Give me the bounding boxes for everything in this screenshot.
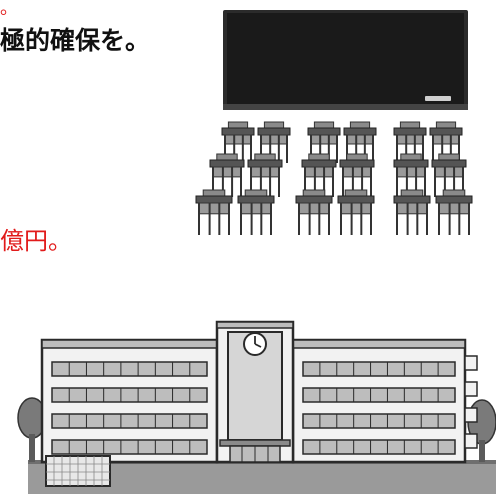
desk-chair-icon — [337, 189, 375, 235]
desk-chair-icon — [301, 153, 337, 197]
red-note-amount: 億円。 — [0, 227, 72, 255]
desk-chair-icon — [195, 189, 233, 235]
desk-chair-icon — [429, 121, 463, 163]
desk-chair-icon — [295, 189, 333, 235]
chalkboard-surface — [227, 13, 464, 104]
entrance-canopy — [219, 439, 291, 447]
desk-chair-icon — [221, 121, 255, 163]
chalkboard-illustration — [223, 10, 468, 110]
desk-chair-icon — [431, 153, 467, 197]
soccer-goal-icon — [45, 455, 111, 487]
classroom-desks-illustration — [195, 121, 473, 235]
desk-chair-icon — [343, 121, 377, 163]
desk-chair-icon — [307, 121, 341, 163]
desk-chair-icon — [393, 153, 429, 197]
tree-icon — [17, 397, 47, 462]
chalk-tray — [223, 104, 468, 110]
desk-chair-icon — [237, 189, 275, 235]
right-windows — [302, 361, 456, 455]
desk-chair-icon — [393, 189, 431, 235]
red-note-top: 。 — [0, 0, 18, 19]
left-roof-trim — [41, 339, 218, 349]
clock-icon — [243, 332, 267, 356]
school-building-illustration — [17, 320, 496, 494]
desk-chair-icon — [393, 121, 427, 163]
desk-chair-icon — [209, 153, 245, 197]
desk-chair-icon — [247, 153, 283, 197]
headline-text: 極的確保を。 — [0, 26, 151, 55]
eraser-icon — [425, 96, 451, 101]
tower-top-bar — [216, 321, 294, 329]
right-roof-trim — [292, 339, 466, 349]
desk-chair-icon — [257, 121, 291, 163]
desk-chair-icon — [435, 189, 473, 235]
desk-chair-icon — [339, 153, 375, 197]
left-windows — [51, 361, 208, 455]
